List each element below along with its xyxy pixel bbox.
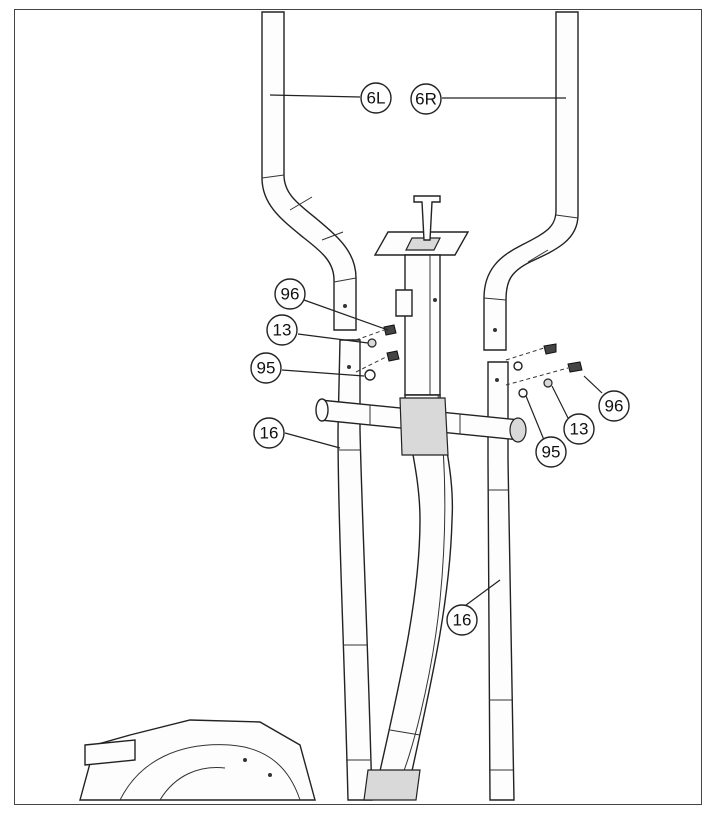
diagram-frame [14,9,702,805]
main-frame-tube [363,394,454,801]
callout-16-right: 16 [446,604,478,636]
callout-13-left-label: 13 [273,321,292,340]
callout-13-right: 13 [563,413,595,445]
callout-96-left: 96 [274,278,306,310]
callout-6l: 6L [360,82,392,114]
callout-6l-label: 6L [367,89,386,108]
callout-13-right-label: 13 [570,420,589,439]
callout-95-left-label: 95 [257,359,276,378]
console-mast [373,195,470,396]
callout-6r-label: 6R [415,90,437,109]
left-upper-handlebar [261,11,357,331]
right-upper-handlebar [483,11,579,351]
leader-lines [269,94,603,609]
callout-96-left-label: 96 [281,285,300,304]
callout-96-right: 96 [598,390,630,422]
right-hardware [505,343,583,398]
callout-96-right-label: 96 [605,397,624,416]
callout-16-left-label: 16 [260,424,279,443]
callout-16-right-label: 16 [453,611,472,630]
callout-95-right: 95 [535,436,567,468]
flywheel-cover [79,719,316,801]
callout-16-left: 16 [253,417,285,449]
callout-95-left: 95 [250,352,282,384]
left-hardware [355,324,400,381]
callout-95-right-label: 95 [542,443,561,462]
callout-6r: 6R [410,83,442,115]
right-lower-handlebar [487,361,515,801]
callout-13-left: 13 [266,314,298,346]
